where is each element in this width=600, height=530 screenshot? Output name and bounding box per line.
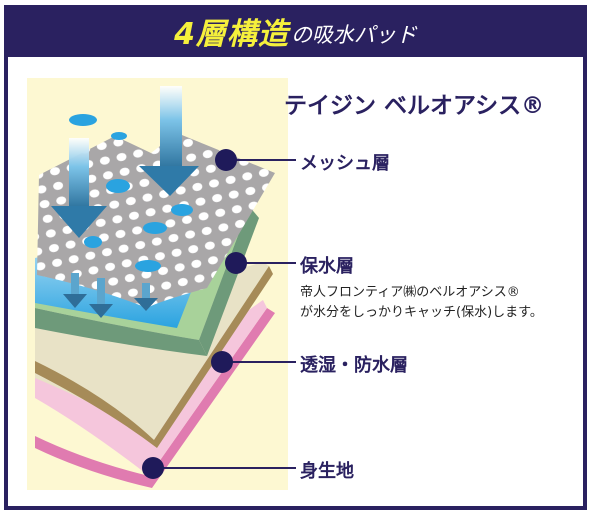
layer-label-waterproof: 透湿・防水層	[300, 355, 408, 376]
layer-illustration	[27, 78, 288, 490]
arrow-icons	[51, 86, 199, 318]
layer-stack-icon	[35, 86, 275, 488]
brand-name: テイジン ベルオアシス®	[284, 93, 545, 119]
header-bar: 4層構造 の吸水パッド	[4, 5, 587, 57]
retention-description-line1: 帝人フロンティア㈱のベルオアシス®	[300, 285, 520, 300]
retention-description: 帝人フロンティア㈱のベルオアシス® が水分をしっかりキャッチ(保水)します。	[300, 283, 543, 323]
layer-label-mesh: メッシュ層	[300, 153, 390, 174]
title-main: 4層構造	[174, 17, 289, 52]
layer-label-retention: 保水層	[300, 256, 354, 277]
retention-description-line2: が水分をしっかりキャッチ(保水)します。	[300, 305, 543, 320]
layer-label-fabric: 身生地	[300, 461, 354, 482]
title-sub: の吸水パッド	[290, 23, 417, 47]
